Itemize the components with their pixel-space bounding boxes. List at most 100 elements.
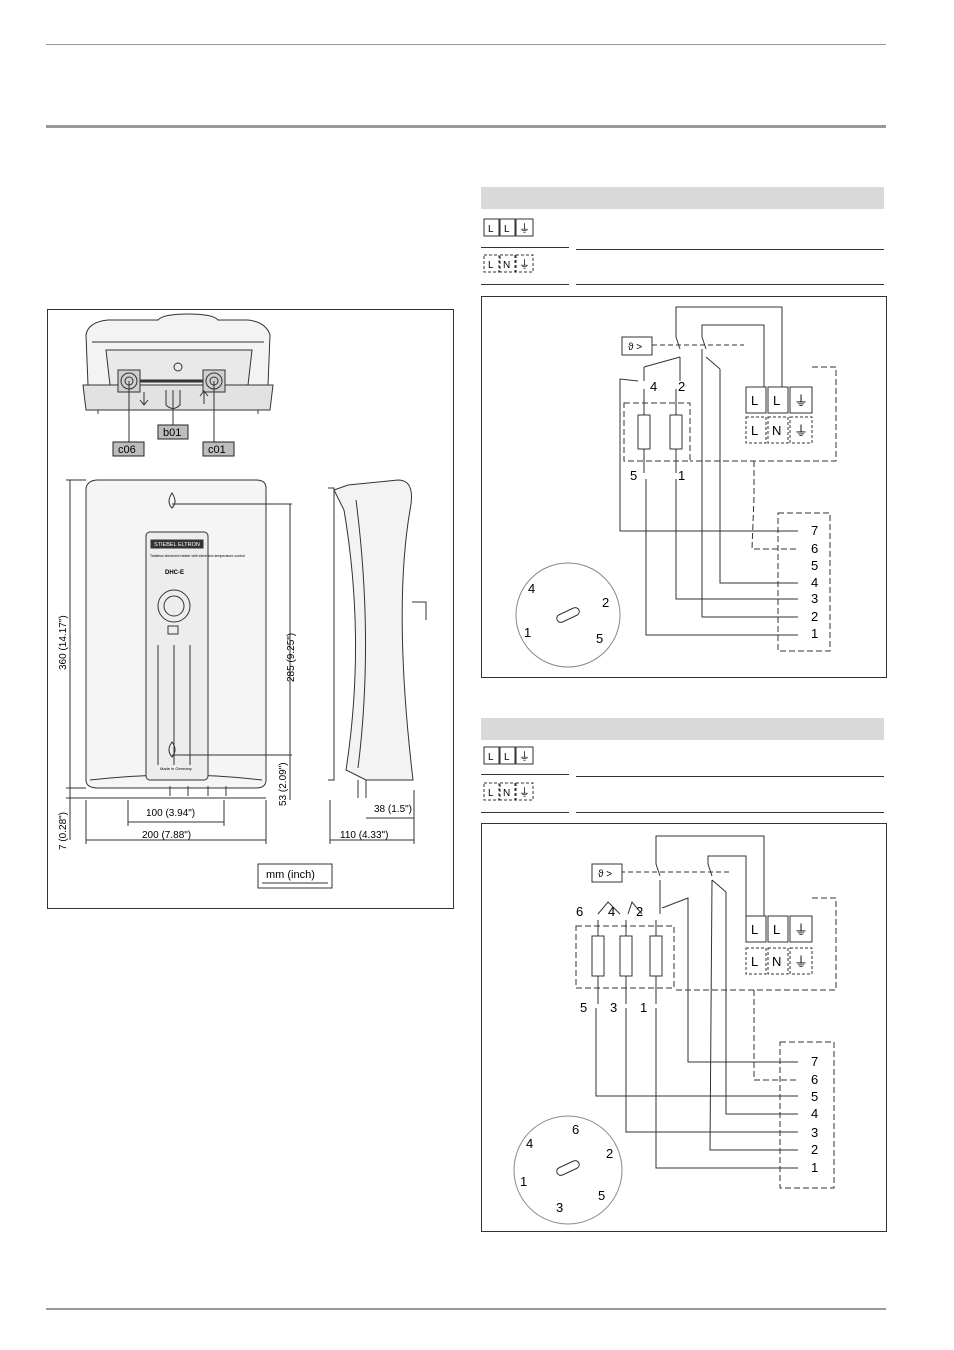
dim-pipe-spacing: 100 (3.94") xyxy=(146,808,195,819)
w2-supply-b-1: L xyxy=(488,788,494,799)
w2-heater-top-2: 2 xyxy=(636,904,643,919)
w1-term-bottom-earth-icon: ⏚ xyxy=(794,423,808,439)
w1-wires xyxy=(619,306,837,652)
label-c01: c01 xyxy=(208,444,226,456)
w2-supply-b-earth-icon: ⏚ xyxy=(519,786,530,799)
w2-row-divider-1b xyxy=(576,776,884,777)
header-rule-top xyxy=(46,44,886,45)
w2-term-top-earth-icon: ⏚ xyxy=(794,922,808,938)
w1-strip-5: 5 xyxy=(811,558,818,573)
w2-dial-knob xyxy=(556,1160,580,1176)
dim-height: 360 (14.17") xyxy=(58,615,69,670)
w1-row-divider-2b xyxy=(576,284,884,285)
w1-strip-labels: 7 6 5 4 3 2 1 xyxy=(811,523,818,641)
w1-thermostat-symbol: ϑ > xyxy=(628,342,642,353)
w1-strip-4: 4 xyxy=(811,575,818,590)
wiring1-header-band xyxy=(481,187,884,209)
w2-wires xyxy=(575,835,837,1189)
w2-dial-5: 5 xyxy=(598,1188,605,1203)
dim-depth: 110 (4.33") xyxy=(340,830,388,841)
w2-strip-5: 5 xyxy=(811,1089,818,1104)
w2-strip-labels: 7 6 5 4 3 2 1 xyxy=(811,1054,818,1175)
label-c06: c06 xyxy=(118,444,136,456)
wiring2-supply-options: L L ⏚ L N ⏚ xyxy=(483,746,534,801)
w1-strip-1: 1 xyxy=(811,626,818,641)
w1-supply-a-earth-icon: ⏚ xyxy=(519,222,530,235)
dimension-drawing: c06 b01 c01 STIEBEL ELTRON Tankless elec… xyxy=(58,313,427,889)
w1-heater-top-2: 2 xyxy=(678,379,685,394)
w2-supply-a-2: L xyxy=(504,752,510,763)
w2-heater-bottom-3: 3 xyxy=(610,1000,617,1015)
w1-thermostat-box xyxy=(621,336,653,356)
w1-row-divider-1 xyxy=(481,247,569,248)
w2-heater-bottom-1: 1 xyxy=(640,1000,647,1015)
dim-lower-offset: 53 (2.09") xyxy=(278,762,289,806)
w1-strip-7: 7 xyxy=(811,523,818,538)
w1-heater-bottom-1: 1 xyxy=(678,468,685,483)
wiring1-panel: ϑ > 4 2 5 1 L L ⏚ L N ⏚ 7 6 5 4 3 2 1 4 … xyxy=(481,296,887,678)
w2-term-bottom-1: L xyxy=(751,954,758,969)
w1-supply-a-2: L xyxy=(504,224,510,235)
w2-thermostat-symbol: ϑ > xyxy=(598,869,612,880)
w2-dial-4: 4 xyxy=(526,1136,533,1151)
w2-term-top-1: L xyxy=(751,922,758,937)
w2-supply-a-earth-icon: ⏚ xyxy=(519,750,530,763)
dim-side-offset: 38 (1.5") xyxy=(374,804,412,815)
w2-term-bottom-earth-icon: ⏚ xyxy=(794,954,808,970)
w1-term-top-earth-icon: ⏚ xyxy=(794,393,808,409)
w1-strip-3: 3 xyxy=(811,591,818,606)
dimension-lines xyxy=(66,479,415,844)
w1-dial-knob xyxy=(556,607,580,623)
w2-dial-6: 6 xyxy=(572,1122,579,1137)
dim-width: 200 (7.88") xyxy=(142,830,191,841)
w2-strip-2: 2 xyxy=(811,1142,818,1157)
brand-plate: STIEBEL ELTRON xyxy=(154,542,200,548)
wiring2-diagram: ϑ > 6 4 2 5 3 1 L L ⏚ L N ⏚ 7 6 5 4 3 2 … xyxy=(513,835,837,1225)
label-c01-box xyxy=(202,441,235,457)
dim-bottom-offset: 7 (0.28") xyxy=(58,812,69,850)
w2-strip-7: 7 xyxy=(811,1054,818,1069)
top-view xyxy=(82,313,274,414)
w2-heater-top-6: 6 xyxy=(576,904,583,919)
w1-heater-top-4: 4 xyxy=(650,379,657,394)
side-view xyxy=(328,479,427,798)
made-in-label: Made in Germany xyxy=(160,766,192,771)
connection-leaders xyxy=(128,381,215,442)
footer-rule xyxy=(46,1308,886,1310)
w2-dial-3: 3 xyxy=(556,1200,563,1215)
w1-supply-b-earth-icon: ⏚ xyxy=(519,258,530,271)
w1-heater-bottom-5: 5 xyxy=(630,468,637,483)
w1-dial-2: 2 xyxy=(602,595,609,610)
wiring2-header-band xyxy=(481,718,884,740)
model-name: DHC-E xyxy=(165,570,184,576)
w1-dial-1: 1 xyxy=(524,625,531,640)
wiring1-diagram: ϑ > 4 2 5 1 L L ⏚ L N ⏚ 7 6 5 4 3 2 1 4 … xyxy=(515,306,837,668)
w2-dial-2: 2 xyxy=(606,1146,613,1161)
w2-term-bottom-2: N xyxy=(772,954,781,969)
w2-supply-a-1: L xyxy=(488,752,494,763)
w2-strip-4: 4 xyxy=(811,1106,818,1121)
dimension-figure-panel: c06 b01 c01 STIEBEL ELTRON Tankless elec… xyxy=(47,309,454,909)
w2-strip-1: 1 xyxy=(811,1160,818,1175)
w1-strip-2: 2 xyxy=(811,609,818,624)
w2-dial-1: 1 xyxy=(520,1174,527,1189)
plate-text: Tankless electronic heater with electron… xyxy=(150,554,245,558)
w1-row-divider-1b xyxy=(576,249,884,250)
w1-strip-6: 6 xyxy=(811,541,818,556)
label-b01: b01 xyxy=(163,427,181,439)
w2-row-divider-2b xyxy=(576,812,884,813)
w1-row-divider-2 xyxy=(481,284,569,285)
w2-strip-3: 3 xyxy=(811,1125,818,1140)
w1-term-bottom-1: L xyxy=(751,423,758,438)
dim-hole-spacing: 285 (9.25") xyxy=(286,633,297,682)
unit-box xyxy=(257,863,333,889)
w1-supply-b-2: N xyxy=(503,260,510,271)
w1-supply-a-1: L xyxy=(488,224,494,235)
front-view xyxy=(85,479,267,796)
w2-row-divider-2 xyxy=(481,812,569,813)
w2-row-divider-1 xyxy=(481,774,569,775)
header-rule-bottom xyxy=(46,125,886,128)
label-b01-box xyxy=(157,424,189,440)
w2-term-top-2: L xyxy=(773,922,780,937)
